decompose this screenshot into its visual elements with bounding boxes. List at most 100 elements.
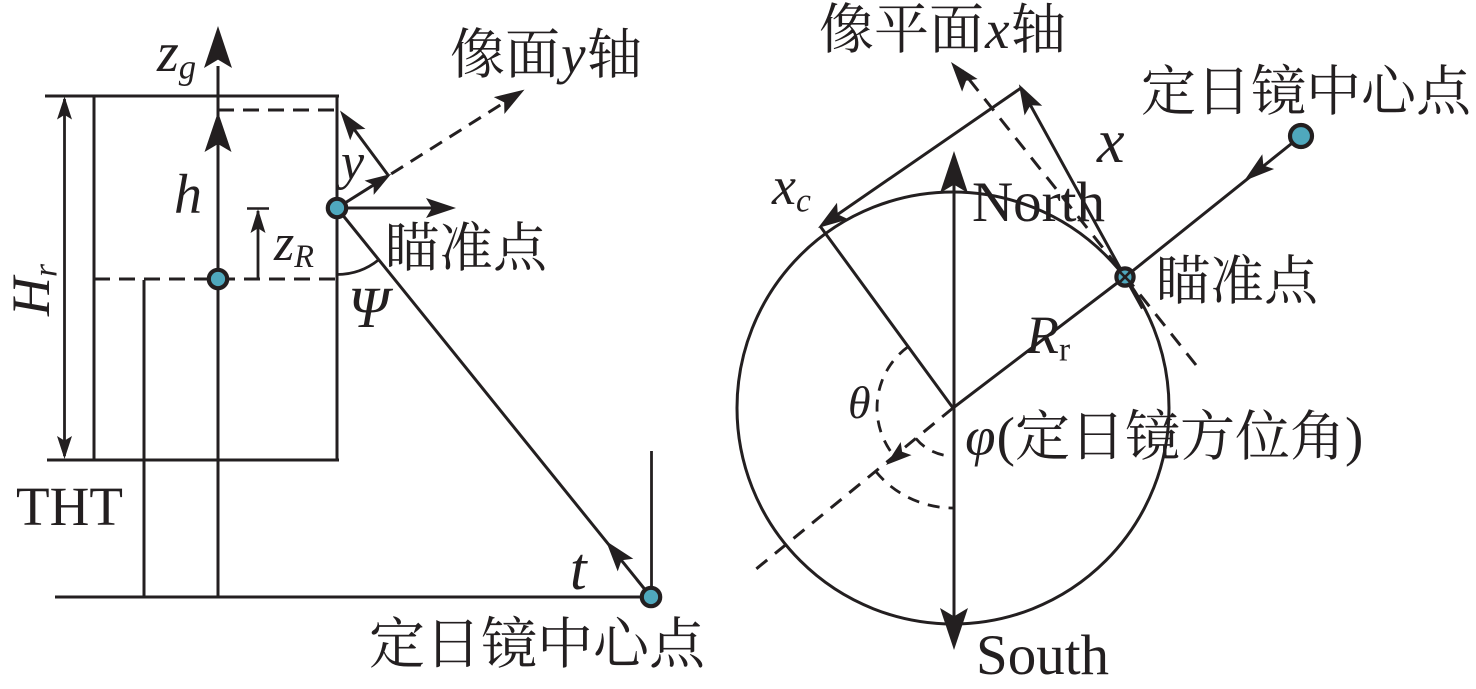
azimuth-dashed-line: [749, 406, 954, 576]
label-Hr-base: H: [1, 277, 61, 317]
north-arrowhead: [940, 151, 968, 193]
label-Rr: Rr: [1026, 308, 1070, 367]
image-plane-x-arrowhead: [951, 62, 978, 92]
label-Hr: Hr: [1, 260, 65, 320]
sight-line: [335, 207, 653, 598]
label-zR-sub: R: [294, 238, 314, 275]
cjk-glyph: [436, 619, 473, 668]
cjk-glyph: [1160, 254, 1209, 304]
y-axis-mid-arrowhead: [364, 173, 392, 195]
zR-arrowhead: [250, 209, 266, 233]
label-Hr-sub: r: [27, 263, 65, 278]
heliostat-center-dot-right-circle: [1287, 122, 1315, 150]
label-zg-base: z: [157, 22, 179, 84]
t-arrowhead: [606, 541, 634, 572]
image-x-arrowhead: [1018, 84, 1043, 116]
xc-radius-line: [818, 225, 955, 409]
cjk-glyph: [595, 616, 647, 666]
label-zg: zg: [157, 25, 196, 85]
label-theta: θ: [848, 377, 871, 428]
label-char: φ: [965, 405, 996, 467]
right-figure: [735, 62, 1315, 650]
cjk-glyph: [1182, 408, 1233, 460]
cjk-glyph: [482, 615, 536, 668]
label-char: (: [996, 405, 1015, 467]
aim-point-dot-left-circle: [325, 196, 349, 220]
heliostat-center-dot-left: [639, 585, 663, 609]
cjk-glyph: [451, 27, 504, 78]
cjk-glyph: [370, 616, 423, 668]
Hr-arrow-bottom: [57, 436, 72, 459]
cjk-glyph: [820, 2, 873, 53]
cjk-glyph: [1236, 409, 1289, 460]
cjk-glyph: [442, 220, 492, 271]
label-aim-point-right: [1156, 252, 1318, 308]
aim-axis-horizontal-arrowhead: [426, 198, 456, 218]
label-xc-sub: c: [795, 182, 811, 220]
heliostat-sight-arrowhead: [1244, 154, 1275, 181]
cjk-glyph: [1016, 409, 1068, 460]
label-y: y: [341, 134, 365, 191]
label-psi: Ψ: [348, 275, 389, 340]
image-plane-y-dashed-line: [390, 95, 514, 176]
phi-angle-arc-inner: [914, 437, 954, 458]
h-arrowhead: [204, 112, 232, 152]
image-x-line: [1019, 87, 1127, 278]
cjk-glyph: [1311, 64, 1358, 115]
image-xc-line: [822, 86, 1022, 226]
label-t: t: [570, 536, 587, 602]
cjk-glyph: [1363, 64, 1414, 113]
label-north: North: [972, 171, 1105, 234]
heliostat-sight-line: [1124, 134, 1302, 279]
aim-point-dot-right: [1114, 266, 1136, 288]
cjk-glyph: [1126, 408, 1179, 460]
label-char: ): [1344, 405, 1364, 467]
aim-point-dot-right-cross-b: [1117, 269, 1133, 285]
image-plane-y-arrowhead: [493, 89, 525, 114]
cjk-glyph: [1213, 253, 1263, 304]
label-heliostat-center-left: [369, 614, 705, 673]
heliostat-center-dot-right: [1287, 122, 1315, 150]
azimuth-arrowhead: [886, 442, 912, 465]
cjk-glyph: [495, 221, 545, 271]
label-zR: zR: [274, 215, 314, 275]
label-x: x: [1097, 108, 1125, 176]
cjk-glyph: [1081, 412, 1117, 460]
left-figure: [45, 26, 663, 609]
cjk-glyph: [507, 28, 558, 78]
image-plane-x-dashed-line: [960, 69, 1198, 366]
cjk-glyph: [588, 27, 640, 78]
label-zR-base: z: [274, 215, 295, 272]
cjk-glyph: [1252, 63, 1305, 115]
cjk-glyph: [876, 3, 927, 53]
cjk-glyph: [542, 616, 590, 668]
cjk-glyph: [1418, 64, 1469, 115]
Hr-arrow-top: [57, 96, 72, 120]
zg-axis-arrowhead: [204, 26, 232, 68]
label-tht: THT: [16, 476, 123, 537]
label-xc-base: x: [772, 156, 796, 216]
label-image-plane-y-axis: y: [450, 25, 642, 82]
label-xc: xc: [772, 159, 811, 218]
aim-point-dot-left: [325, 196, 349, 220]
label-char: y: [561, 23, 586, 85]
cjk-glyph: [1142, 64, 1195, 115]
theta-angle-arc: [875, 345, 910, 457]
label-aim-point-left: [385, 219, 547, 275]
cjk-glyph: [1266, 254, 1316, 304]
label-Rr-sub: r: [1059, 331, 1071, 369]
cjk-glyph: [931, 3, 982, 53]
cjk-glyph: [1207, 67, 1243, 115]
cjk-glyph: [651, 616, 703, 668]
xc-arrowhead: [818, 202, 849, 228]
label-south: South: [976, 624, 1110, 687]
label-image-plane-x-axis: x: [819, 0, 1066, 57]
south-arrowhead: [940, 608, 968, 650]
psi-angle-arc: [336, 258, 380, 276]
cjk-glyph: [1012, 2, 1064, 53]
cjk-glyph: [389, 221, 438, 271]
receiver-center-dot: [206, 267, 230, 291]
label-zg-sub: g: [178, 47, 197, 87]
